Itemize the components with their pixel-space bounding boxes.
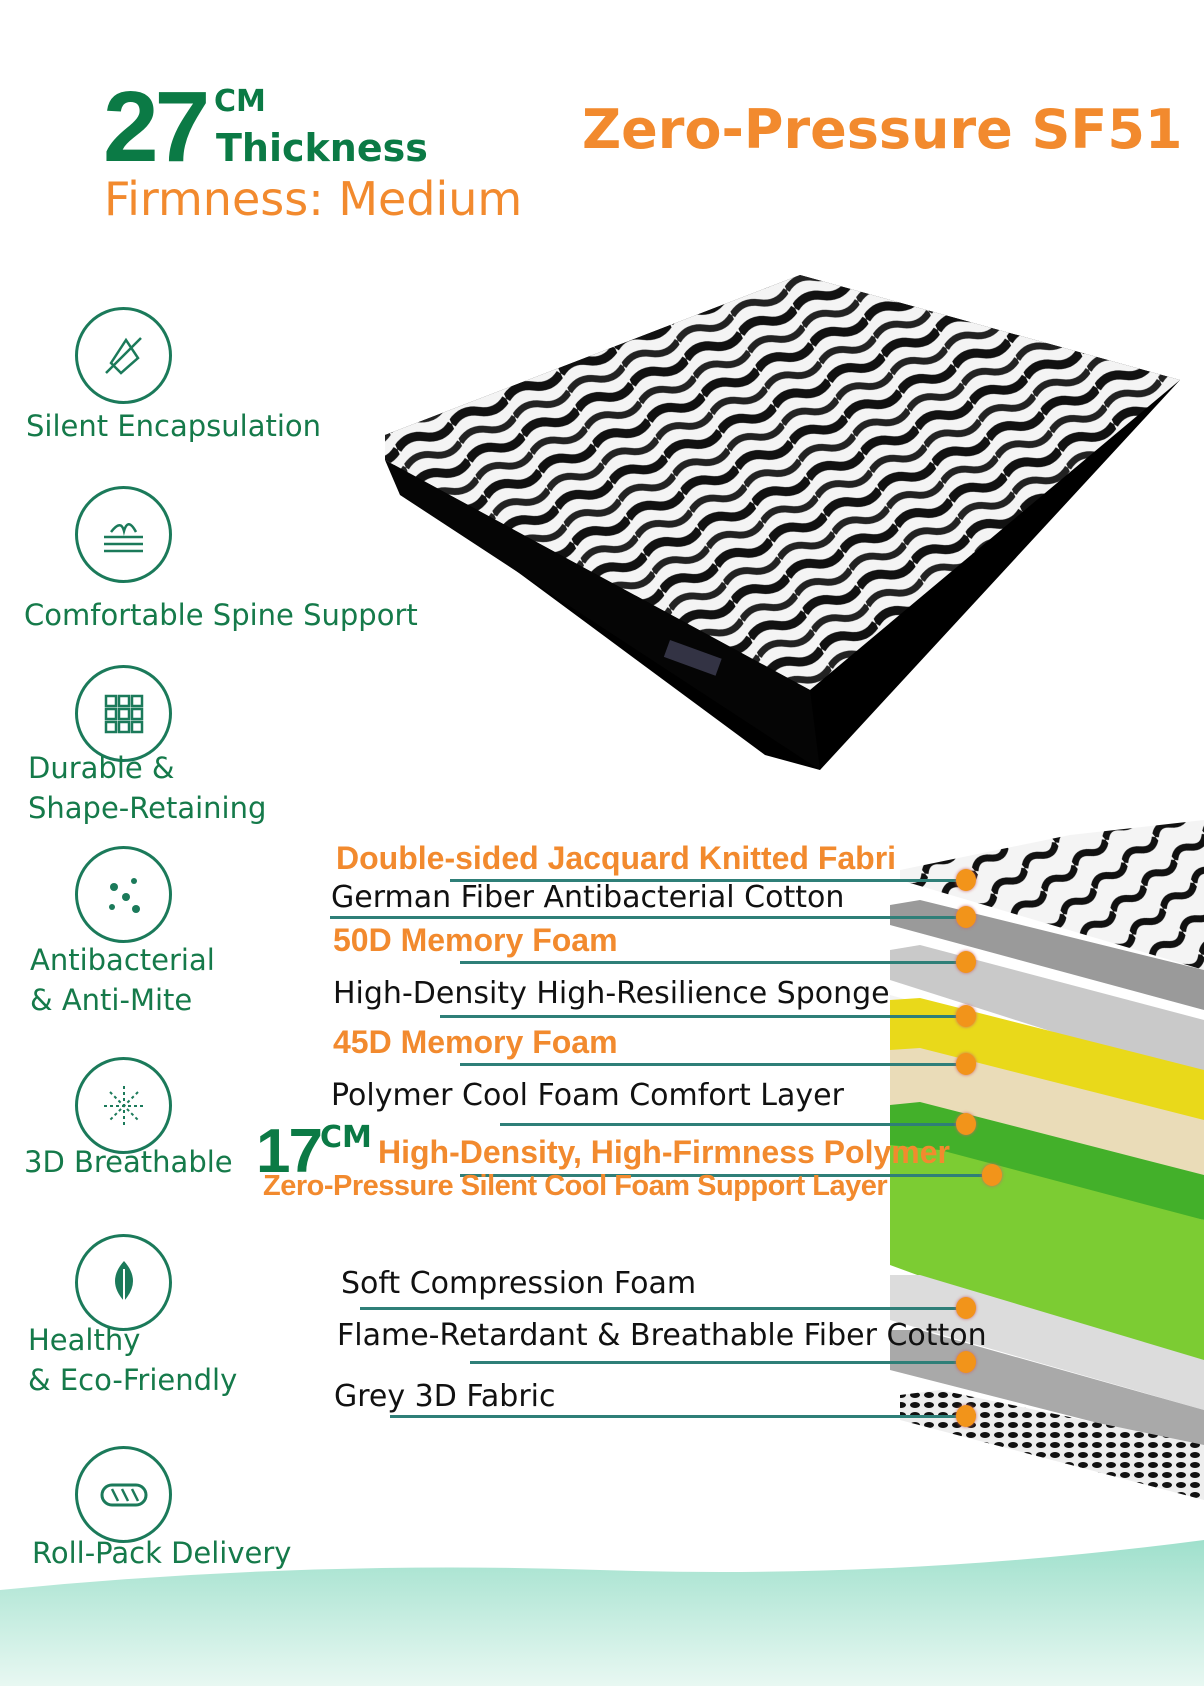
leader-line (460, 1063, 965, 1066)
roll-pack-icon (75, 1446, 172, 1543)
layer-marker-dot (956, 1297, 976, 1319)
layer-marker-dot (956, 869, 976, 891)
leader-line (390, 1415, 965, 1418)
thickness-label: Thickness (216, 126, 428, 170)
mattress-image (385, 275, 1180, 770)
product-title: Zero-Pressure SF51 (582, 98, 1183, 161)
leader-line (440, 1015, 965, 1018)
spine-support-icon (75, 486, 172, 583)
layer-label: Soft Compression Foam (341, 1266, 697, 1301)
layer-label: High-Density, High-Firmness Polymer (378, 1134, 950, 1170)
layer-marker-dot (982, 1164, 1002, 1186)
leader-line (450, 879, 965, 882)
grid-icon (75, 665, 172, 762)
leader-line (330, 916, 965, 919)
layer-marker-dot (956, 1351, 976, 1373)
core-thickness-unit: CM (320, 1120, 372, 1155)
leaf-icon (75, 1234, 172, 1331)
layer-label: Grey 3D Fabric (334, 1379, 556, 1414)
layer-marker-dot (956, 1405, 976, 1427)
layer-marker-dot (956, 1053, 976, 1075)
feature-label: Comfortable Spine Support (24, 598, 418, 632)
feature-label: Antibacterial & Anti-Mite (30, 943, 215, 1017)
layer-label: 45D Memory Foam (333, 1024, 618, 1060)
thickness-number: 27 (103, 71, 210, 183)
feature-label: Healthy & Eco-Friendly (28, 1323, 238, 1397)
leader-line (460, 961, 965, 964)
layer-label: 50D Memory Foam (333, 922, 618, 958)
leader-line (360, 1307, 965, 1310)
feature-label: 3D Breathable (24, 1145, 233, 1179)
layer-label: Flame-Retardant & Breathable Fiber Cotto… (337, 1318, 987, 1353)
layer-marker-dot (956, 1005, 976, 1027)
layer-marker-dot (956, 1113, 976, 1135)
leader-line (500, 1123, 965, 1126)
layer-marker-dot (956, 906, 976, 928)
feature-label: Durable & Shape-Retaining (28, 751, 267, 825)
layer-label: Double-sided Jacquard Knitted Fabri (336, 840, 897, 876)
leader-line (470, 1361, 965, 1364)
layer-label: Polymer Cool Foam Comfort Layer (331, 1078, 844, 1113)
layer-label: German Fiber Antibacterial Cotton (331, 880, 845, 915)
feature-label: Silent Encapsulation (26, 409, 322, 443)
breathable-icon (75, 1057, 172, 1154)
bottom-wave (0, 1540, 1204, 1686)
leader-line (460, 1174, 991, 1177)
bacteria-icon (75, 846, 172, 943)
core-thickness-number: 17 (256, 1117, 323, 1186)
layer-label: High-Density High-Resilience Sponge (333, 976, 890, 1011)
thickness-unit: CM (214, 84, 266, 119)
feature-label: Roll-Pack Delivery (32, 1536, 292, 1570)
firmness-label: Firmness: Medium (104, 172, 523, 226)
layer-label: Zero-Pressure Silent Cool Foam Support L… (263, 1170, 888, 1202)
layer-marker-dot (956, 951, 976, 973)
silent-icon (75, 307, 172, 404)
layer-cross-section (890, 820, 1204, 1500)
